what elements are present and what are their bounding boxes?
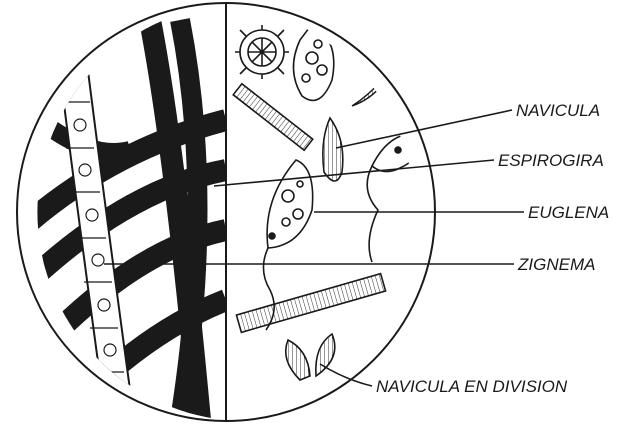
label-navicula: NAVICULA [516,101,600,120]
euglena-small [367,134,421,262]
label-euglena: EUGLENA [528,203,609,222]
filament-algae [10,20,226,420]
navicula-small [352,68,392,106]
radial-cell [235,25,289,79]
leader-espirogira [214,160,494,186]
navicula-cell [323,118,343,181]
zignema-filament [62,40,124,420]
microorganisms [233,24,421,380]
vacuole-cell [293,24,333,100]
navicula-dividing [286,334,335,380]
label-zignema: ZIGNEMA [517,255,595,274]
diatom-rod-lower [236,274,385,333]
label-navicula-division: NAVICULA EN DIVISION [376,377,568,396]
label-espirogira: ESPIROGIRA [498,151,604,170]
